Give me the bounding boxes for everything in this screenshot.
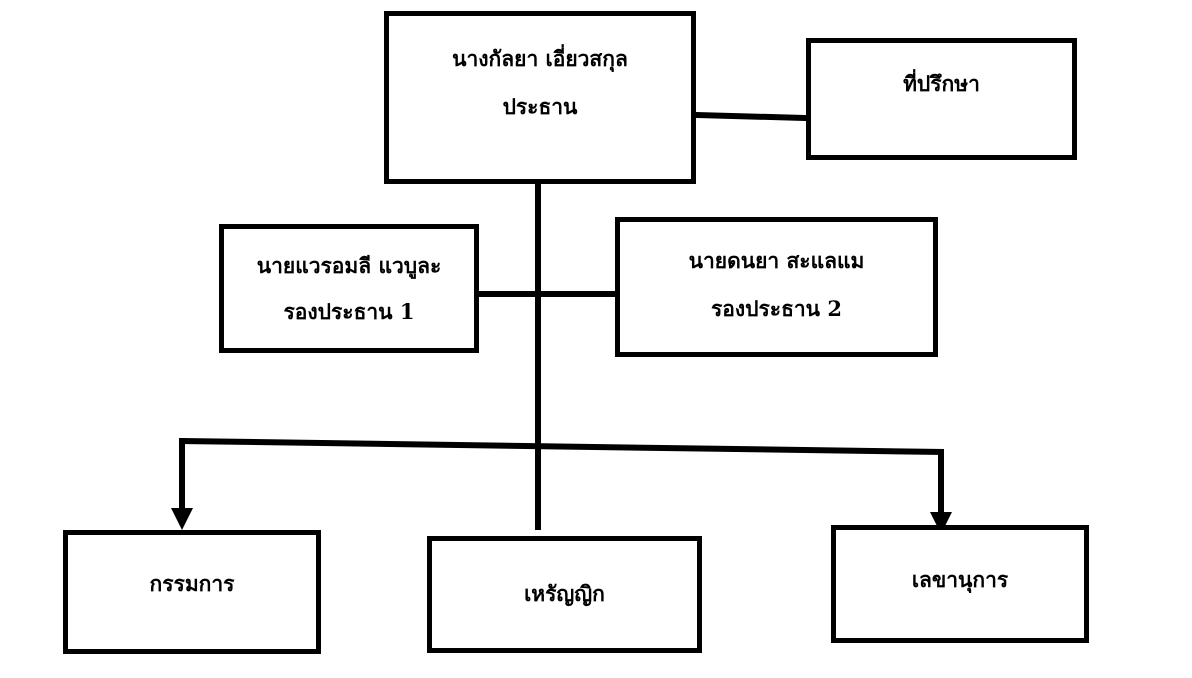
chairman-box: นางกัลยา เอี่ยวสกุล ประธาน	[384, 11, 696, 184]
vice-chair-2-name: นายดนยา สะแลแม	[688, 248, 865, 273]
committee-box: กรรมการ	[63, 530, 321, 654]
vice-chair-1-role: รองประธาน 1	[283, 299, 415, 325]
vice-chair-2-role: รองประธาน 2	[711, 296, 842, 322]
chairman-to-advisor-line	[692, 111, 810, 122]
connector-arrows	[171, 508, 952, 534]
bottom-branch-line	[178, 437, 945, 456]
chairman-name: นางกัลยา เอี่ยวสกุล	[452, 46, 628, 71]
committee-label: กรรมการ	[149, 571, 235, 596]
secretary-label: เลขานุการ	[911, 567, 1009, 592]
secretary-box: เลขานุการ	[831, 525, 1089, 643]
treasurer-box: เหรัญญิก	[427, 536, 702, 653]
advisor-label: ที่ปรึกษา	[903, 71, 980, 96]
committee-arrow-head	[171, 508, 193, 530]
connector-lines	[178, 111, 945, 530]
vice-chair-1-box: นายแวรอมลี แวบูละ รองประธาน 1	[219, 224, 479, 353]
treasurer-label: เหรัญญิก	[524, 581, 605, 606]
advisor-box: ที่ปรึกษา	[806, 38, 1077, 160]
chairman-role: ประธาน	[502, 94, 578, 120]
vice-chair-1-name: นายแวรอมลี แวบูละ	[256, 253, 442, 278]
secretary-arrow-head	[930, 512, 952, 534]
vice-chair-2-box: นายดนยา สะแลแม รองประธาน 2	[615, 217, 938, 357]
